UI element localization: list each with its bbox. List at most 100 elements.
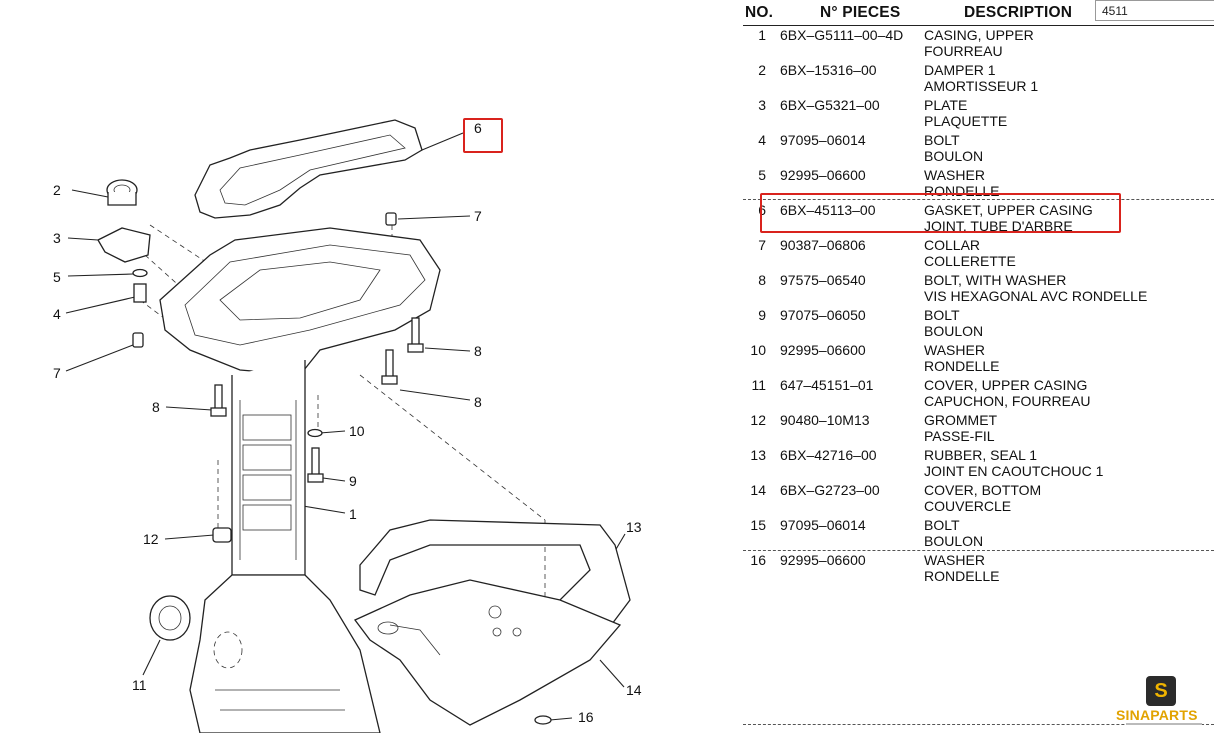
callout-13[interactable]: 13	[626, 519, 642, 535]
row-description-en: WASHER	[924, 342, 985, 358]
callout-8c[interactable]: 8	[152, 399, 160, 415]
row-number: 1	[758, 27, 766, 43]
callout-1[interactable]: 1	[349, 506, 357, 522]
row-part-number: 97575–06540	[780, 272, 866, 288]
row-number: 4	[758, 132, 766, 148]
row-description-fr: COLLERETTE	[924, 253, 1016, 269]
row-number: 14	[750, 482, 766, 498]
row-description-fr: JOINT, TUBE D'ARBRE	[924, 218, 1073, 234]
row-part-number: 92995–06600	[780, 342, 866, 358]
header-description: DESCRIPTION	[964, 4, 1073, 21]
row-number: 2	[758, 62, 766, 78]
row-description-fr: VIS HEXAGONAL AVC RONDELLE	[924, 288, 1148, 304]
row-description-fr: COUVERCLE	[924, 498, 1012, 514]
row-description-en: BOLT	[924, 307, 960, 323]
row-number: 12	[750, 412, 766, 428]
row-part-number: 97095–06014	[780, 132, 866, 148]
row-description-en: BOLT	[924, 132, 960, 148]
parts-list: NO. N° PIECES DESCRIPTION 16BX–G5111–00–…	[743, 0, 1214, 733]
row-number: 8	[758, 272, 766, 288]
callout-7b[interactable]: 7	[53, 365, 61, 381]
row-description-en: COVER, BOTTOM	[924, 482, 1042, 498]
diagram-svg: 6 2 7 3 5 4 7 8 8 8 10 9 1 12 13 11 14 1…	[53, 119, 642, 733]
row-description-en: GASKET, UPPER CASING	[924, 202, 1093, 218]
row-part-number: 6BX–G5321–00	[780, 97, 880, 113]
callout-7[interactable]: 7	[474, 208, 482, 224]
callout-3[interactable]: 3	[53, 230, 61, 246]
callout-8b[interactable]: 8	[474, 394, 482, 410]
header-part-number: N° PIECES	[820, 4, 901, 21]
row-description-fr: AMORTISSEUR 1	[924, 78, 1039, 94]
row-number: 15	[750, 517, 766, 533]
row-description-en: COLLAR	[924, 237, 981, 253]
row-description-fr: BOULON	[924, 148, 984, 164]
row-number: 6	[758, 202, 766, 218]
callout-16[interactable]: 16	[578, 709, 594, 725]
row-description-en: BOLT	[924, 517, 960, 533]
row-number: 7	[758, 237, 766, 253]
row-description-fr: BOULON	[924, 323, 984, 339]
callout-10[interactable]: 10	[349, 423, 365, 439]
row-description-en: PLATE	[924, 97, 968, 113]
dashed-separator	[743, 550, 1214, 551]
row-description-en: BOLT, WITH WASHER	[924, 272, 1067, 288]
callout-6[interactable]: 6	[474, 120, 482, 136]
row-part-number: 6BX–15316–00	[780, 62, 877, 78]
highlight-callout-box	[463, 118, 503, 153]
highlight-row-box	[760, 193, 1121, 233]
callout-14[interactable]: 14	[626, 682, 642, 698]
row-part-number: 647–45151–01	[780, 377, 874, 393]
row-number: 10	[750, 342, 766, 358]
search-input[interactable]	[1095, 0, 1214, 21]
callout-12[interactable]: 12	[143, 531, 159, 547]
row-description-en: RUBBER, SEAL 1	[924, 447, 1038, 463]
row-part-number: 6BX–45113–00	[780, 202, 876, 218]
callout-9[interactable]: 9	[349, 473, 357, 489]
row-part-number: 92995–06600	[780, 552, 866, 568]
callout-2[interactable]: 2	[53, 182, 61, 198]
row-number: 13	[750, 447, 766, 463]
row-description-fr: FOURREAU	[924, 43, 1003, 59]
row-number: 3	[758, 97, 766, 113]
row-number: 9	[758, 307, 766, 323]
row-description-en: WASHER	[924, 552, 985, 568]
row-description-en: COVER, UPPER CASING	[924, 377, 1088, 393]
exploded-parts-diagram: 6 2 7 3 5 4 7 8 8 8 10 9 1 12 13 11 14 1…	[53, 119, 642, 733]
callout-8[interactable]: 8	[474, 343, 482, 359]
row-description-fr: CAPUCHON, FOURREAU	[924, 393, 1091, 409]
row-description-fr: PLAQUETTE	[924, 113, 1008, 129]
row-description-fr: RONDELLE	[924, 568, 1000, 584]
row-description-en: GROMMET	[924, 412, 998, 428]
callout-11[interactable]: 11	[132, 677, 147, 693]
callout-4[interactable]: 4	[53, 306, 61, 322]
row-part-number: 90387–06806	[780, 237, 866, 253]
row-part-number: 6BX–42716–00	[780, 447, 877, 463]
row-part-number: 6BX–G2723–00	[780, 482, 880, 498]
row-part-number: 97095–06014	[780, 517, 866, 533]
dashed-separator	[743, 199, 1214, 200]
row-description-en: DAMPER 1	[924, 62, 996, 78]
row-number: 16	[750, 552, 766, 568]
row-number: 11	[751, 377, 766, 393]
row-description-fr: BOULON	[924, 533, 984, 549]
brand-logo[interactable]: S SINAPARTS	[1112, 676, 1212, 731]
row-part-number: 6BX–G5111–00–4D	[780, 27, 904, 43]
callout-5[interactable]: 5	[53, 269, 61, 285]
row-part-number: 97075–06050	[780, 307, 866, 323]
